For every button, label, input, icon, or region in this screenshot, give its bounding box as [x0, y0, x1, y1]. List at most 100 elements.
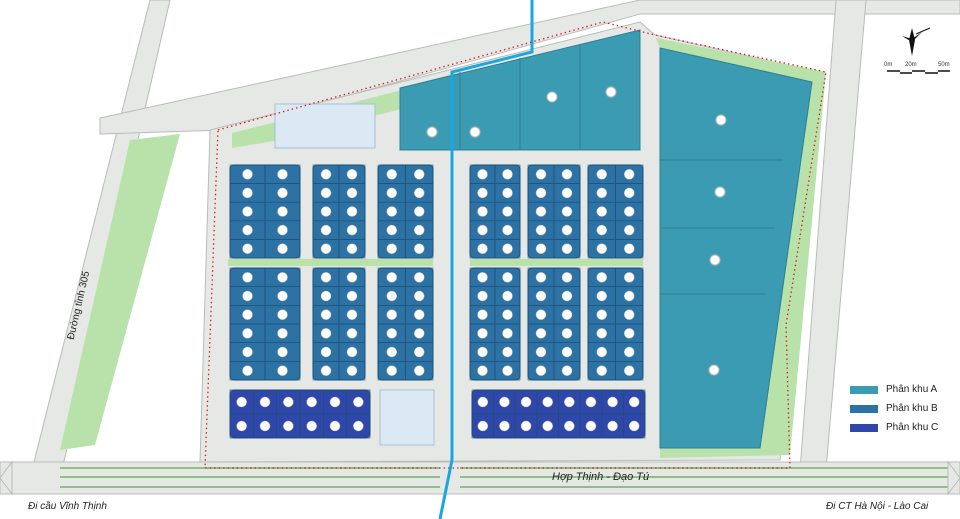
lot-label-marker: [561, 346, 573, 358]
lot-label-marker: [624, 309, 635, 320]
zone-b-block-south-1: [229, 267, 301, 381]
light-blue-area-bottom: [379, 389, 435, 446]
legend: Phân khu A Phân khu B Phân khu C: [850, 380, 938, 437]
zone-b-block-north-6: [587, 164, 644, 259]
lot: [623, 413, 646, 439]
lot-label-marker: [242, 187, 253, 199]
lot-label-marker: [477, 328, 488, 339]
lot-label-marker: [596, 290, 607, 302]
lot-label-marker: [607, 420, 618, 432]
lot-label-marker: [624, 243, 635, 254]
lot-label-marker: [624, 224, 635, 236]
lot-label-marker: [259, 396, 271, 408]
lot-label-marker: [386, 187, 397, 199]
lot-label-marker: [346, 187, 358, 199]
lot-label-marker: [306, 420, 317, 432]
lot-label-marker: [477, 187, 488, 199]
zone-a-lot-marker: [469, 126, 481, 138]
lot-label-marker: [242, 290, 253, 302]
lot-label-marker: [502, 365, 513, 376]
legend-item-zone-c: Phân khu C: [850, 418, 938, 437]
lot-label-marker: [329, 420, 341, 432]
lot-label-marker: [386, 272, 397, 283]
lot-label-marker: [346, 346, 358, 358]
legend-label: Phân khu C: [886, 422, 939, 433]
zone-a-lot-marker: [605, 86, 617, 98]
lot-label-marker: [283, 396, 294, 408]
lot-label-marker: [499, 396, 510, 408]
zone-b-block-south-2: [312, 267, 366, 381]
lot-label-marker: [477, 169, 488, 180]
lot-label-marker: [277, 365, 288, 376]
lot-label-marker: [477, 243, 488, 254]
zone-a-lot-marker: [708, 364, 720, 376]
lot-label-marker: [502, 243, 513, 254]
lot-label-marker: [502, 169, 513, 180]
lot-label-marker: [520, 396, 532, 408]
lot-label-marker: [277, 187, 288, 199]
lot-label-marker: [477, 272, 488, 283]
lot-label-marker: [414, 243, 425, 254]
lot-label-marker: [386, 243, 397, 254]
lot-label-marker: [414, 309, 425, 320]
legend-label: Phân khu B: [886, 403, 938, 414]
lot-label-marker: [502, 272, 513, 283]
lot-label-marker: [564, 420, 575, 432]
scale-label-20: 20m: [905, 62, 917, 68]
lot-label-marker: [329, 396, 341, 408]
lot-label-marker: [502, 309, 513, 320]
lot-label-marker: [624, 169, 635, 180]
lot-label-marker: [320, 187, 332, 199]
right-arrow-end: [947, 460, 960, 496]
zone-b-block-south-3: [377, 267, 434, 381]
lot-label-marker: [277, 243, 288, 254]
lot-label-marker: [561, 290, 573, 302]
zone-b-block-north-4: [469, 164, 521, 259]
lot-label-marker: [414, 346, 425, 358]
lot-label-marker: [624, 365, 635, 376]
lot-label-marker: [386, 365, 397, 376]
zone-a-swatch: [850, 385, 878, 394]
lot-label-marker: [346, 328, 358, 339]
lot-label-marker: [236, 420, 247, 432]
lot-label-marker: [624, 187, 635, 199]
lot-label-marker: [320, 290, 332, 302]
lot-label-marker: [414, 169, 425, 180]
lot: [615, 361, 644, 381]
lot-label-marker: [277, 328, 288, 339]
lot-label-marker: [277, 272, 288, 283]
lot-label-marker: [277, 290, 288, 302]
legend-item-zone-a: Phân khu A: [850, 380, 938, 399]
lot-label-marker: [477, 206, 488, 217]
lot-label-marker: [535, 309, 547, 320]
road-median-strips: [60, 467, 950, 488]
lot-label-marker: [535, 224, 547, 236]
lot-label-marker: [386, 169, 397, 180]
lot-label-marker: [346, 309, 358, 320]
lot-label-marker: [346, 290, 358, 302]
lot-label-marker: [542, 420, 553, 432]
lot-label-marker: [624, 328, 635, 339]
zone-c-block-west: [229, 389, 371, 439]
lot-label-marker: [277, 346, 288, 358]
lot-label-marker: [320, 309, 332, 320]
lot-label-marker: [242, 169, 253, 180]
lot-label-marker: [386, 346, 397, 358]
lot-label-marker: [596, 328, 607, 339]
lot: [553, 361, 581, 381]
lot-label-marker: [561, 187, 573, 199]
legend-item-zone-b: Phân khu B: [850, 399, 938, 418]
lot-label-marker: [386, 290, 397, 302]
canal: [438, 0, 534, 519]
lot-label-marker: [414, 365, 425, 376]
scale-bar: [887, 70, 950, 74]
lot-label-marker: [386, 309, 397, 320]
lot-label-marker: [477, 420, 489, 432]
lot: [494, 361, 521, 381]
lot-label-marker: [624, 346, 635, 358]
main-road-label: Hợp Thịnh - Đạo Tú: [552, 471, 650, 483]
lot-label-marker: [277, 309, 288, 320]
top-road: [99, 0, 960, 135]
